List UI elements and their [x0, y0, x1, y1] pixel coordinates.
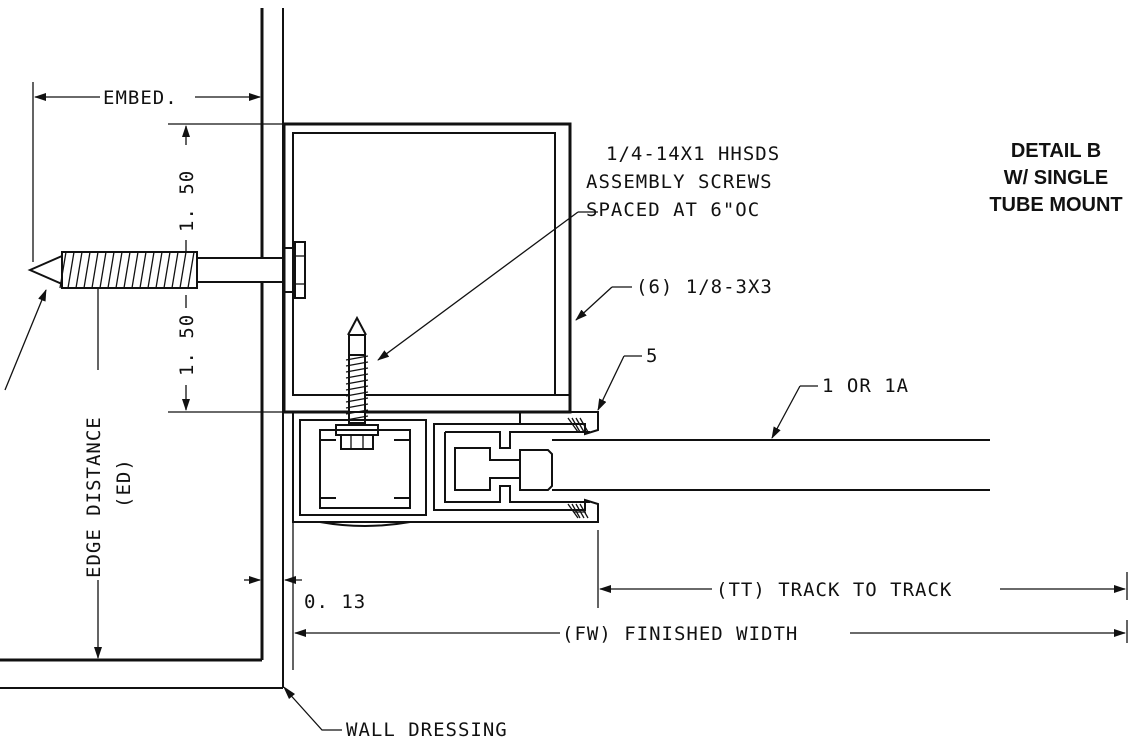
track-to-track-dimension: (TT) TRACK TO TRACK [597, 530, 1128, 608]
finished-width-label: (FW) FINISHED WIDTH [562, 623, 798, 645]
dim-lower-label: 1. 50 [176, 314, 198, 376]
edge-distance-abbr: (ED) [113, 458, 135, 508]
brush-seals [567, 417, 589, 519]
wall-substrate [0, 8, 284, 689]
wall-dressing-label: WALL DRESSING [346, 719, 508, 741]
tube-callout: (6) 1/8-3X3 [575, 276, 773, 321]
anchor-screw [4, 241, 306, 391]
title-line3: TUBE MOUNT [989, 194, 1122, 216]
detail-title: DETAIL B W/ SINGLE TUBE MOUNT [989, 140, 1122, 216]
track-to-track-label: (TT) TRACK TO TRACK [716, 579, 952, 601]
title-line1: DETAIL B [1011, 140, 1101, 162]
track-extrusion [292, 411, 990, 527]
dim-upper-label: 1. 50 [176, 170, 198, 232]
item1-callout: 1 OR 1A [771, 375, 909, 439]
edge-distance-dimension: EDGE DISTANCE (ED) [83, 270, 135, 659]
tube-label: (6) 1/8-3X3 [636, 276, 773, 298]
screw-callout-line2: ASSEMBLY SCREWS [586, 171, 773, 193]
item5-label: 5 [646, 345, 658, 367]
screw-callout-line3: SPACED AT 6"OC [586, 199, 760, 221]
square-tube [282, 122, 572, 414]
assembly-screw-callout: 1/4-14X1 HHSDS ASSEMBLY SCREWS SPACED AT… [377, 143, 780, 361]
finished-width-dimension: (FW) FINISHED WIDTH [292, 522, 1128, 670]
wall-dressing-callout: WALL DRESSING [283, 686, 508, 741]
item5-callout: 5 [597, 345, 658, 411]
embed-label: EMBED. [103, 87, 178, 109]
title-line2: W/ SINGLE [1004, 167, 1108, 189]
edge-distance-label: EDGE DISTANCE [83, 416, 105, 578]
gap-label: 0. 13 [304, 591, 366, 613]
anchor-threads [59, 251, 195, 289]
embed-dimension: EMBED. [32, 82, 261, 262]
screw-callout-line1: 1/4-14X1 HHSDS [606, 143, 780, 165]
item1-label: 1 OR 1A [822, 375, 909, 397]
vertical-dimensions: 1. 50 1. 50 [168, 123, 290, 413]
